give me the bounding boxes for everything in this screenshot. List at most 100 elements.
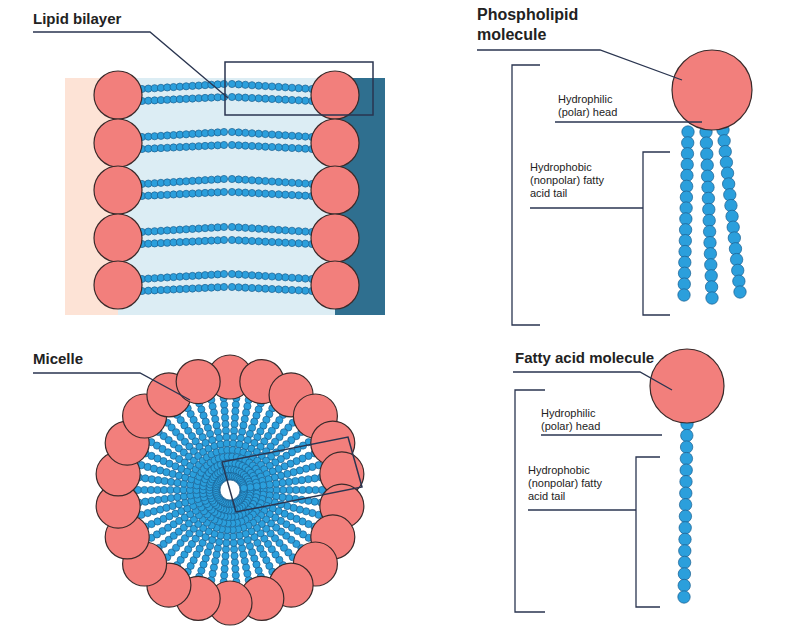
tail-bead bbox=[174, 479, 181, 486]
tail-bead bbox=[222, 546, 229, 553]
tail-bead bbox=[302, 240, 309, 247]
tail-bead bbox=[228, 175, 235, 182]
tail-bead bbox=[228, 223, 235, 230]
tail-bead bbox=[248, 189, 255, 196]
panel-title: Micelle bbox=[33, 349, 233, 368]
tail-bead bbox=[268, 273, 275, 280]
tail-bead bbox=[262, 130, 269, 137]
tail-bead bbox=[680, 487, 692, 499]
tail-bead bbox=[230, 427, 237, 434]
tail-bead bbox=[282, 239, 289, 246]
tail-bead bbox=[242, 81, 249, 88]
leader-line bbox=[541, 434, 662, 435]
tail-bead bbox=[703, 203, 715, 215]
tail-bead bbox=[167, 486, 174, 493]
tail-bead bbox=[242, 189, 249, 196]
tail-bead bbox=[262, 143, 269, 150]
tail-bead bbox=[704, 236, 716, 248]
fatty-acid bbox=[650, 349, 724, 603]
tail-bead bbox=[241, 415, 248, 422]
tail-bead bbox=[223, 434, 230, 441]
tail-bead bbox=[155, 477, 162, 484]
polar-head bbox=[94, 71, 142, 119]
tail-bead bbox=[147, 486, 154, 493]
tail-bead bbox=[302, 133, 309, 140]
tail-bead bbox=[260, 482, 267, 489]
tail-bead bbox=[216, 538, 223, 545]
tail-bead bbox=[248, 82, 255, 89]
tail-bead bbox=[235, 94, 242, 101]
tail-bead bbox=[288, 286, 295, 293]
tail-bead bbox=[222, 421, 229, 428]
tail-bead bbox=[242, 129, 249, 136]
tail-bead bbox=[248, 225, 255, 232]
tail-bead bbox=[232, 401, 239, 408]
tail-bead bbox=[275, 178, 282, 185]
tail-bead bbox=[235, 224, 242, 231]
tail-bead bbox=[220, 270, 227, 277]
tail-bead bbox=[228, 188, 235, 195]
tail-bead bbox=[255, 143, 262, 150]
tail-bead bbox=[678, 556, 690, 568]
tail-bead bbox=[242, 142, 249, 149]
tail-bead bbox=[221, 414, 228, 421]
tail-bead bbox=[221, 565, 228, 572]
tail-bead bbox=[216, 435, 223, 442]
tail-bead bbox=[702, 181, 714, 193]
tail-bead bbox=[720, 156, 732, 168]
tail-bead bbox=[721, 167, 733, 179]
tail-bead bbox=[268, 226, 275, 233]
polar-head bbox=[311, 71, 359, 119]
tail-bead bbox=[282, 84, 289, 91]
tail-bead bbox=[302, 97, 309, 104]
tail-bead bbox=[210, 409, 217, 416]
tail-bead bbox=[288, 227, 295, 234]
tail-bead bbox=[230, 434, 237, 441]
tail-bead bbox=[298, 477, 305, 484]
tail-bead bbox=[279, 494, 286, 501]
tail-bead bbox=[242, 564, 249, 571]
membrane-core bbox=[118, 78, 338, 315]
tail-bead bbox=[221, 408, 228, 415]
polar-head bbox=[94, 214, 142, 262]
micelle bbox=[96, 355, 364, 625]
tail-bead bbox=[718, 135, 730, 147]
tail-bead bbox=[679, 499, 691, 511]
tail-bead bbox=[240, 422, 247, 429]
tail-bead bbox=[678, 579, 690, 591]
tail-bead bbox=[288, 132, 295, 139]
tail-bead bbox=[142, 475, 149, 482]
part-label: Hydrophobic (nonpolar) fatty acid tail bbox=[528, 464, 606, 503]
tail-bead bbox=[155, 496, 162, 503]
tail-bead bbox=[701, 148, 713, 160]
tail-bead bbox=[240, 551, 247, 558]
panel-title: Lipid bilayer bbox=[33, 9, 233, 28]
tail-bead bbox=[160, 486, 167, 493]
tail-bead bbox=[680, 475, 692, 487]
tail-bead bbox=[220, 223, 227, 230]
tail-bead bbox=[255, 177, 262, 184]
tail-bead bbox=[734, 286, 746, 298]
tail-bead bbox=[248, 94, 255, 101]
tail-bead bbox=[173, 486, 180, 493]
tail-bead bbox=[231, 421, 238, 428]
tail-bead bbox=[242, 237, 249, 244]
tail-bead bbox=[174, 494, 181, 501]
highlight-box bbox=[222, 437, 362, 512]
tail-bead bbox=[285, 478, 292, 485]
leader-line bbox=[513, 372, 672, 390]
tail-bead bbox=[242, 94, 249, 101]
tail-bead bbox=[239, 545, 246, 552]
tail-bead bbox=[248, 284, 255, 291]
tail-bead bbox=[295, 145, 302, 152]
tail-bead bbox=[262, 95, 269, 102]
tail-bead bbox=[268, 131, 275, 138]
tail-bead bbox=[275, 239, 282, 246]
tail-bead bbox=[222, 427, 229, 434]
tail-bead bbox=[272, 480, 279, 487]
tail-bead bbox=[295, 275, 302, 282]
tail-bead bbox=[282, 96, 289, 103]
tail-bead bbox=[253, 483, 260, 490]
